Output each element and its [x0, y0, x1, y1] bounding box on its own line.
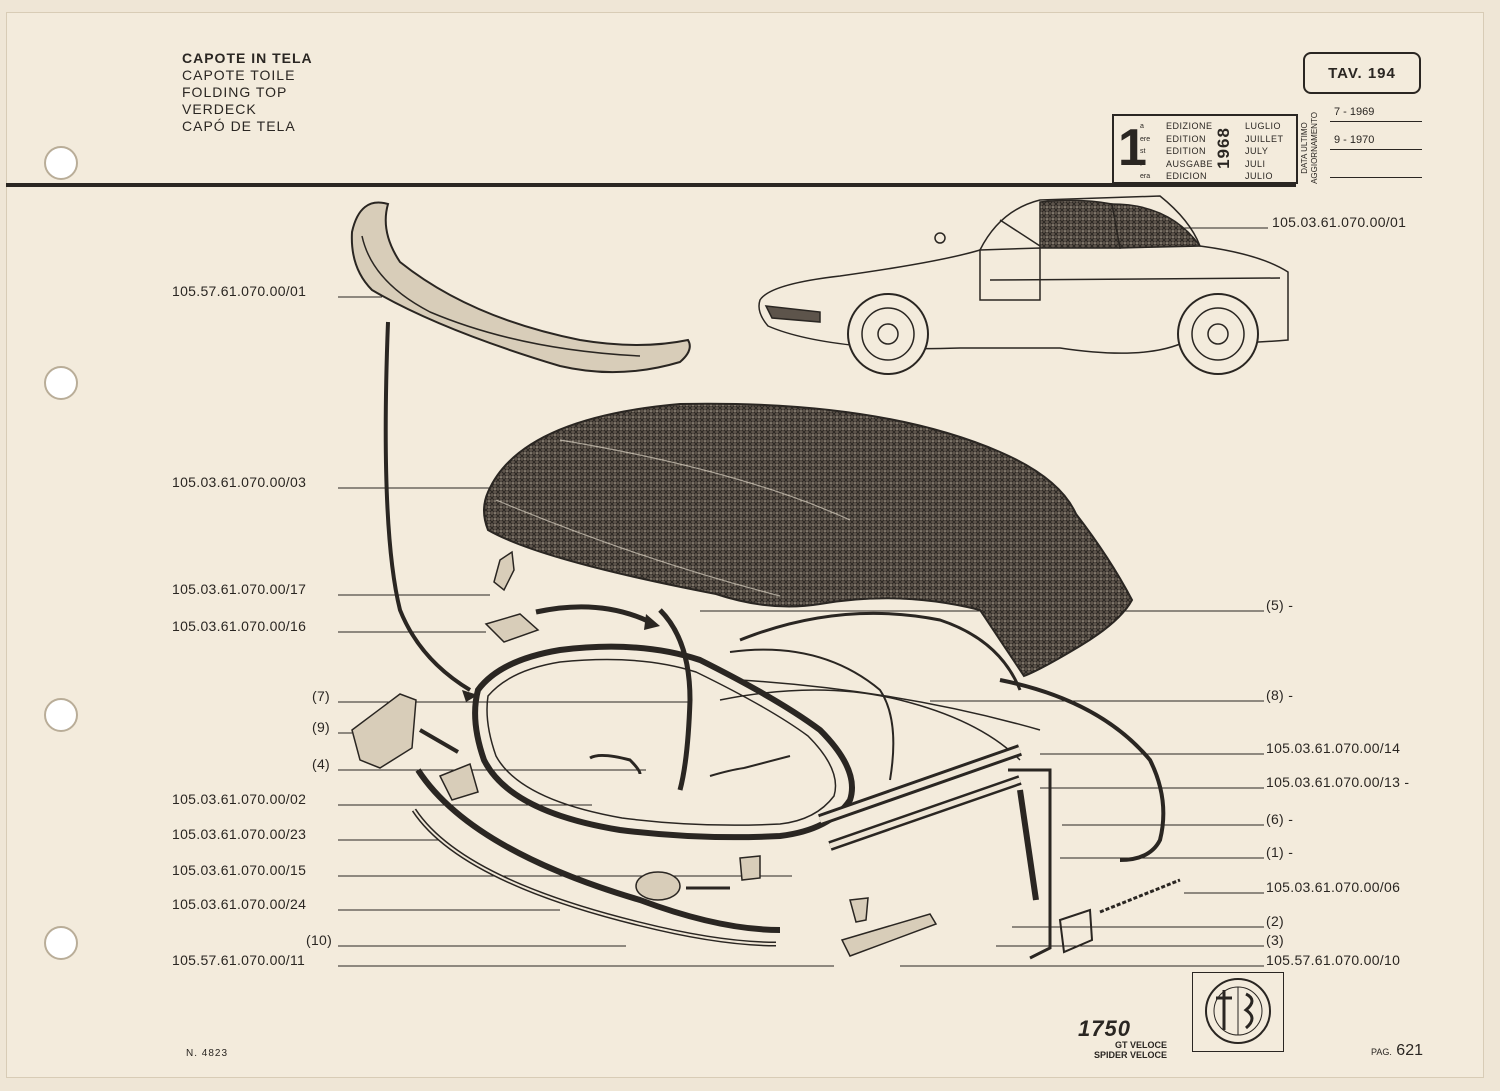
edition-label: EDICION: [1166, 171, 1208, 181]
update-date: 7 - 1969: [1330, 106, 1422, 122]
part-callout: (5) -: [1266, 597, 1294, 613]
edition-label: EDIZIONE: [1166, 121, 1213, 131]
part-callout: 105.03.61.070.00/15: [172, 862, 307, 878]
part-callout: 105.03.61.070.00/24: [172, 896, 307, 912]
document-number: N. 4823: [186, 1048, 229, 1059]
edition-ordinals: a ere st . era: [1140, 121, 1150, 184]
alfa-romeo-logo: [1205, 978, 1271, 1044]
ordinal: era: [1140, 173, 1151, 180]
part-callout: (7): [312, 688, 331, 704]
trim-strip-part: [350, 201, 691, 702]
edition-box: 1 a ere st . era EDIZIONE EDITION EDITIO…: [1112, 114, 1298, 184]
model-line: SPIDER VELOCE: [1094, 1050, 1168, 1060]
edition-label: AUSGABE: [1166, 158, 1214, 169]
binder-hole: [44, 366, 78, 400]
ordinal: st: [1140, 148, 1146, 155]
title-english: FOLDING TOP: [182, 84, 288, 100]
part-callout: 105.03.61.070.00/01: [1272, 214, 1407, 230]
title-italian: CAPOTE IN TELA: [182, 50, 313, 66]
update-date: [1330, 162, 1422, 178]
title-french: CAPOTE TOILE: [182, 67, 296, 83]
edition-month: JULY: [1245, 146, 1269, 156]
edition-label: EDITION: [1166, 133, 1207, 144]
title-spanish: CAPÓ DE TELA: [182, 118, 296, 134]
part-callout: 105.03.61.070.00/17: [172, 581, 307, 597]
page-value: 621: [1396, 1042, 1423, 1059]
top-frame-part: [472, 608, 1181, 960]
hardware-parts: [351, 550, 938, 957]
edition-labels: EDIZIONE EDITION EDITION AUSGABE EDICION: [1166, 120, 1213, 183]
logo-frame: [1192, 972, 1284, 1052]
part-callout: 105.03.61.070.00/16: [172, 618, 307, 634]
model-line: GT VELOCE: [1115, 1040, 1168, 1050]
edition-months: LUGLIO JUILLET JULY JULI JULIO: [1245, 120, 1284, 183]
part-callout: 105.03.61.070.00/02: [172, 791, 307, 807]
fabric-cover-part: [483, 402, 1134, 678]
edition-month: JULI: [1245, 158, 1266, 169]
model-names: GT VELOCE SPIDER VELOCE: [1094, 1040, 1167, 1060]
ordinal: a: [1140, 123, 1144, 130]
ordinal: ere: [1140, 135, 1151, 143]
binder-hole: [44, 698, 78, 732]
part-callout: 105.03.61.070.00/13 -: [1266, 774, 1410, 790]
binder-hole: [44, 146, 78, 180]
part-callout: 105.03.61.070.00/06: [1266, 879, 1401, 895]
part-callout: (3): [1266, 932, 1285, 948]
part-callout: (8) -: [1266, 687, 1294, 703]
plate-number: TAV. 194: [1303, 52, 1421, 94]
model-number: 1750: [1078, 1016, 1131, 1041]
part-callout: (2): [1266, 913, 1285, 929]
seal-part: [411, 768, 781, 947]
car-illustration: [758, 195, 1289, 375]
part-callout: 105.57.61.070.00/11: [172, 952, 306, 968]
part-callout: 105.03.61.070.00/03: [172, 474, 307, 490]
part-callout: 105.03.61.070.00/23: [172, 826, 307, 842]
ordinal: .: [1140, 160, 1142, 168]
update-date: 9 - 1970: [1330, 134, 1422, 150]
title-german: VERDECK: [182, 101, 257, 117]
page-label: PAG.: [1371, 1047, 1392, 1057]
binder-hole: [44, 926, 78, 960]
page-number: PAG. 621: [1371, 1042, 1423, 1060]
part-callout: 105.57.61.070.00/01: [172, 283, 307, 299]
header-rule: [6, 183, 1296, 187]
part-callout: (4): [312, 756, 331, 772]
edition-month: JULIO: [1245, 171, 1274, 181]
edition-number: 1: [1118, 119, 1147, 177]
title-block: CAPOTE IN TELA CAPOTE TOILE FOLDING TOP …: [182, 50, 313, 135]
part-callout: (6) -: [1266, 811, 1294, 827]
part-callout: (1) -: [1266, 844, 1294, 860]
part-callout: (9): [312, 719, 331, 735]
part-callout: (10): [306, 932, 333, 948]
part-callout: 105.57.61.070.00/10: [1266, 952, 1401, 968]
edition-label: EDITION: [1166, 146, 1207, 156]
edition-month: LUGLIO: [1245, 121, 1282, 131]
edition-month: JUILLET: [1245, 133, 1284, 144]
part-callout: 105.03.61.070.00/14: [1266, 740, 1401, 756]
